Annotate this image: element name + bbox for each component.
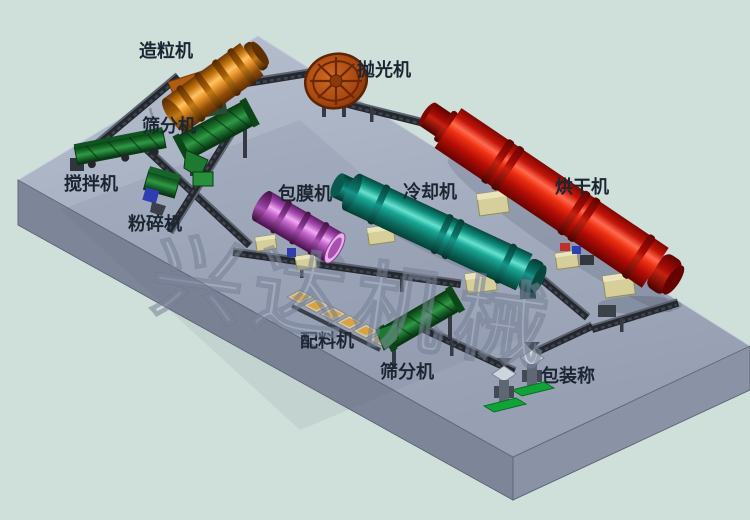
screener-bin: [192, 171, 214, 187]
label-packer: 包装称: [541, 365, 595, 386]
label-crusher: 粉碎机: [128, 213, 182, 234]
belt-leg: [400, 276, 404, 292]
crusher-chute: [150, 202, 166, 216]
belt-leg: [450, 340, 454, 356]
conveyor-belt: [534, 321, 594, 356]
label-screener-top: 筛分机: [142, 115, 196, 136]
mixer-machine: [70, 127, 167, 171]
granulator-machine: [161, 41, 269, 132]
conveyor-belt: [85, 72, 181, 156]
belt-leg: [370, 107, 374, 122]
belt-leg: [620, 318, 624, 332]
drive-unit: [560, 243, 570, 251]
conveyor-belt: [540, 276, 591, 321]
label-granulator: 造粒机: [139, 40, 193, 61]
drive-motor: [572, 246, 581, 254]
label-screener-bottom: 筛分机: [380, 361, 434, 382]
coater-motor: [287, 248, 296, 257]
crusher-motor: [142, 187, 160, 204]
support-block: [254, 234, 278, 252]
label-cooler: 冷却机: [403, 181, 457, 202]
packing-scale: [482, 358, 528, 413]
batcher-hopper: [302, 297, 331, 314]
gear-box: [598, 305, 616, 317]
coater-machine: [252, 190, 346, 264]
cooler-machine: [330, 173, 547, 293]
batcher-hopper: [285, 289, 315, 305]
batcher-hopper: [335, 314, 364, 331]
crusher-machine: [142, 166, 181, 216]
screener-bottom-machine: [375, 285, 466, 368]
screener-top-machine: [172, 97, 260, 187]
labels: 造粒机 抛光机 筛分机 搅拌机 粉碎机 包膜机 冷却机 烘干机 配料机 筛分机 …: [64, 40, 609, 386]
label-dryer: 烘干机: [555, 177, 609, 197]
label-coater: 包膜机: [278, 183, 332, 204]
packer-machines: [482, 342, 556, 413]
label-polisher: 抛光机: [357, 59, 411, 80]
screener-bottom-hopper: [375, 321, 399, 351]
label-mixer: 搅拌机: [64, 173, 118, 194]
conveyor-belt: [590, 298, 680, 333]
supports: [254, 189, 636, 317]
dryer-machine: [419, 102, 685, 295]
polisher-machine: [304, 52, 368, 117]
drive-box: [580, 255, 594, 265]
batcher-hopper: [318, 306, 348, 322]
support-block: [554, 249, 580, 271]
support-block: [294, 253, 318, 271]
packing-scale: [510, 342, 556, 397]
conveyor-belt: [411, 319, 517, 375]
gear-box: [520, 288, 536, 299]
label-batcher: 配料机: [300, 330, 354, 351]
platform-right-face: [512, 345, 750, 501]
support-block: [476, 189, 510, 217]
